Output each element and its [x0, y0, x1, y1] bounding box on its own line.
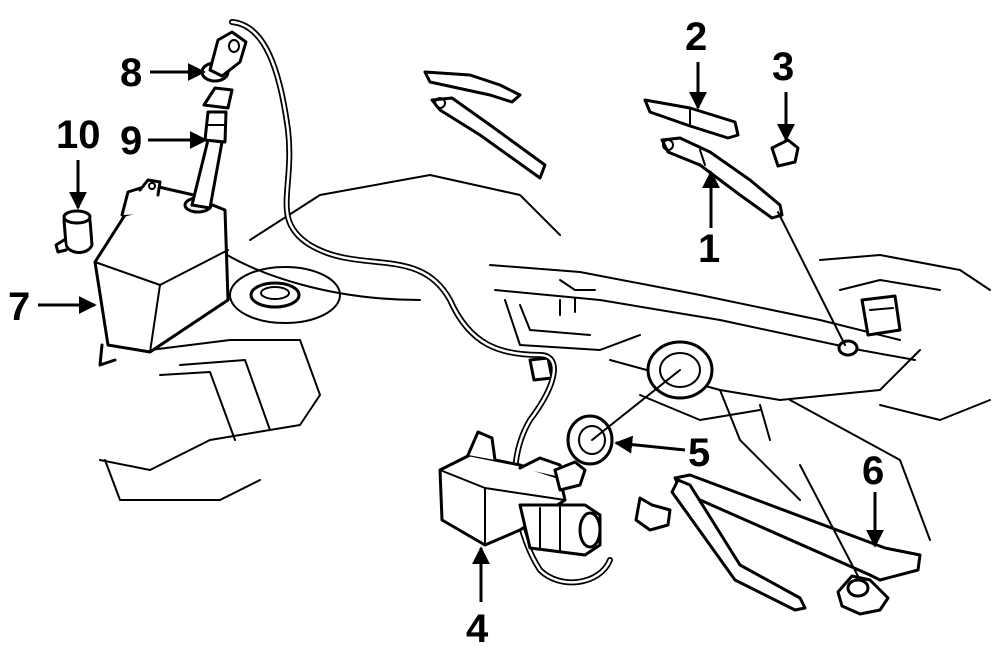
leader-lines — [38, 62, 884, 602]
pivot-cap — [770, 138, 800, 168]
callout-9: 9 — [120, 119, 142, 163]
callout-3: 3 — [772, 45, 794, 89]
wiper-motor — [438, 430, 602, 557]
leader-5 — [614, 435, 686, 454]
washer-hose — [229, 19, 613, 586]
callout-2: 2 — [685, 15, 707, 59]
wiper-blade — [643, 98, 740, 140]
wiper-arm — [660, 136, 846, 346]
filler-neck — [190, 110, 228, 210]
grommet — [566, 369, 681, 466]
callout-4: 4 — [466, 607, 489, 651]
wiper-linkage — [634, 464, 922, 616]
callout-10: 10 — [56, 113, 101, 157]
callout-7: 7 — [8, 285, 30, 329]
left-wiper-assembly — [423, 70, 547, 180]
reservoir-cap — [200, 30, 248, 110]
callout-8: 8 — [120, 51, 142, 95]
callout-numbers: 1 2 3 4 5 6 7 8 9 10 — [8, 15, 884, 651]
callout-5: 5 — [688, 431, 710, 475]
callout-1: 1 — [698, 227, 720, 271]
washer-pump — [54, 209, 94, 254]
callout-6: 6 — [862, 449, 884, 493]
